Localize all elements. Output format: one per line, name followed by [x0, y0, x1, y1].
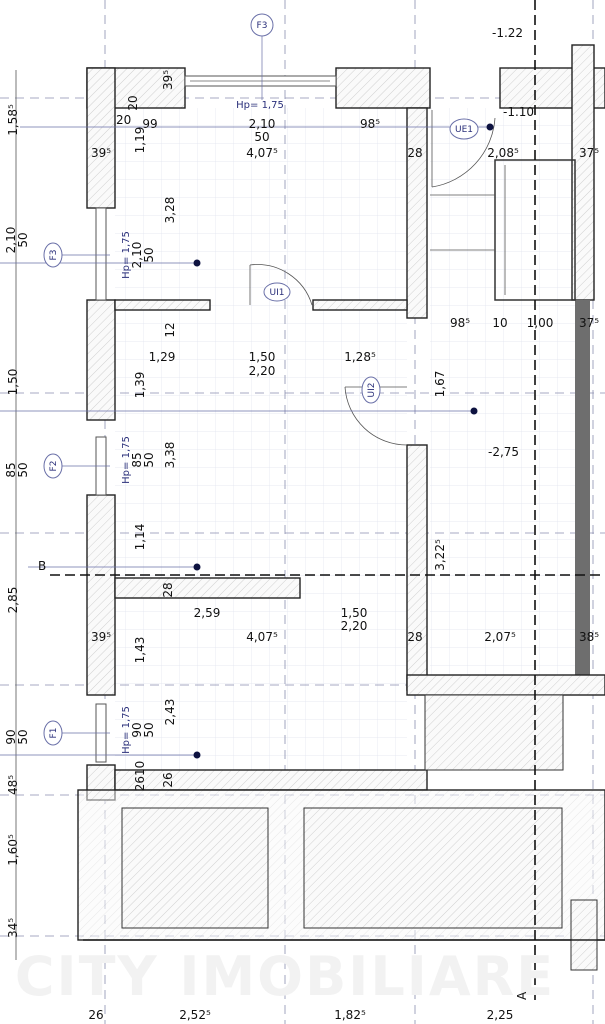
dimension-label: 1,50: [341, 606, 368, 620]
dimension-label: 4,07⁵: [246, 630, 278, 644]
dimension-label: 37⁵: [579, 316, 599, 330]
light-point: [193, 259, 201, 267]
dimension-label: 50: [16, 729, 30, 744]
dimension-label: 50: [254, 130, 269, 144]
window-label: Hp= 1,75: [121, 231, 132, 279]
window-label: 50: [142, 722, 156, 737]
level-mark: -1.22: [492, 26, 523, 40]
light-point: [193, 563, 201, 571]
dimension-label: 1,14: [133, 524, 147, 551]
dimension-label: 10: [492, 316, 507, 330]
window-label-f2: Hp= 1,75 85 50: [121, 436, 156, 484]
dimension-label: 28: [407, 630, 422, 644]
dimension-label: 3,22⁵: [433, 539, 447, 571]
dimension-label: 1,50: [249, 350, 276, 364]
tag-ui1: UI1: [270, 288, 285, 298]
walls: [77, 44, 605, 971]
tag-f3-top: F3: [257, 21, 268, 31]
light-point: [193, 751, 201, 759]
dimension-label: 2,52⁵: [179, 1008, 211, 1022]
window-label: 85: [130, 452, 144, 467]
tag-ue1: UE1: [455, 125, 473, 135]
dimension-label: 98⁵: [360, 117, 380, 131]
window-label: 90: [130, 722, 144, 737]
window-label-f3: Hp= 1,75 2,10 50: [121, 231, 156, 279]
dimension-label: 90: [4, 729, 18, 744]
dimension-label: 39⁵: [161, 70, 175, 90]
dimension-label: 50: [16, 232, 30, 247]
dimension-label: 85: [4, 462, 18, 477]
dimension-label: 1,82⁵: [334, 1008, 366, 1022]
dimension-label: 1,39: [133, 372, 147, 399]
window-label-f1: Hp= 1,75 90 50: [121, 706, 156, 754]
section-mark-b: B: [38, 559, 46, 573]
dimension-label: 1,29: [149, 350, 176, 364]
dimension-label: 28: [161, 582, 175, 597]
tag-f3-left: F3: [49, 250, 59, 261]
dark-column: [575, 300, 590, 675]
dimension-label: 1,67: [433, 371, 447, 398]
dimension-label: 2,10: [4, 227, 18, 254]
dimension-label: 1,60⁵: [6, 834, 20, 866]
tag-ui2: UI2: [367, 383, 377, 398]
dimension-label: 38⁵: [579, 630, 599, 644]
tag-f2: F2: [49, 461, 59, 472]
window-label: Hp= 1,75: [121, 706, 132, 754]
dimension-label: 2,85: [6, 587, 20, 614]
room1-dimensions: 39⁵ 20 20 99 2,10 50 4,07⁵ 98⁵ 39⁵ 1,19 …: [91, 70, 599, 338]
dimension-label: 4,07⁵: [246, 146, 278, 160]
dimension-label: 20: [116, 113, 131, 127]
dimension-label: 26: [161, 772, 175, 787]
window-label: 2,10: [130, 242, 144, 269]
dimension-label: 1,19: [133, 127, 147, 154]
opening-tags: F3 UE1 UI1 UI2 F3 F2 F1: [43, 13, 479, 746]
light-point: [486, 123, 494, 131]
dimension-label: 2,08⁵: [487, 146, 519, 160]
dimension-label: 1,28⁵: [344, 350, 376, 364]
dimension-label: 50: [16, 462, 30, 477]
room2-dimensions: 1,29 1,50 2,20 1,28⁵ 98⁵ 10 1,00 37⁵ 1,3…: [133, 316, 599, 571]
tag-f1: F1: [49, 728, 59, 739]
dimension-label: 2610: [133, 761, 147, 792]
window-label: Hp= 1,75: [236, 100, 284, 111]
dimension-label: 2,20: [249, 364, 276, 378]
light-point: [470, 407, 478, 415]
dimension-label: 3,38: [163, 442, 177, 469]
dimension-label: 3,28: [163, 197, 177, 224]
bottom-dimensions: 26 2,52⁵ 1,82⁵ 2,25: [88, 1008, 513, 1022]
dimension-label: 20: [126, 95, 140, 110]
dimension-label: 39⁵: [91, 146, 111, 160]
leaders: [0, 35, 494, 759]
dimension-label: 2,25: [487, 1008, 514, 1022]
dimension-label: 99: [142, 117, 157, 131]
dimension-label: 26: [88, 1008, 103, 1022]
dimension-label: 2,07⁵: [484, 630, 516, 644]
left-dimensions: 1,58⁵ 2,10 50 1,50 85 50 2,85 90 50 48⁵ …: [4, 104, 30, 938]
watermark: CITY IMOBILIARE: [15, 945, 555, 1008]
room-floor-grid: [115, 108, 407, 770]
dimension-label: 2,10: [249, 117, 276, 131]
dimension-label: 2,43: [163, 699, 177, 726]
window-label: 50: [142, 247, 156, 262]
dimension-label: 37⁵: [579, 146, 599, 160]
dimension-label: 1,50: [6, 369, 20, 396]
dimension-label: 39⁵: [91, 630, 111, 644]
window-label: 50: [142, 452, 156, 467]
dimension-label: 34⁵: [6, 918, 20, 938]
dimension-label: 98⁵: [450, 316, 470, 330]
dimension-label: 28: [407, 146, 422, 160]
room3-dimensions: 28 2,59 1,50 2,20 39⁵ 4,07⁵ 28 2,07⁵ 38⁵…: [91, 582, 599, 791]
section-mark-a: A: [515, 991, 529, 1000]
dimension-label: 48⁵: [6, 775, 20, 795]
level-mark: -2,75: [488, 445, 519, 459]
dimension-label: 2,20: [341, 619, 368, 633]
dimension-label: 1,58⁵: [6, 104, 20, 136]
dimension-label: 1,00: [527, 316, 554, 330]
window-label: Hp= 1,75: [121, 436, 132, 484]
dimension-label: 12: [163, 322, 177, 337]
dimension-label: 1,43: [133, 637, 147, 664]
dimension-label: 2,59: [194, 606, 221, 620]
level-mark: -1.10: [503, 105, 534, 119]
